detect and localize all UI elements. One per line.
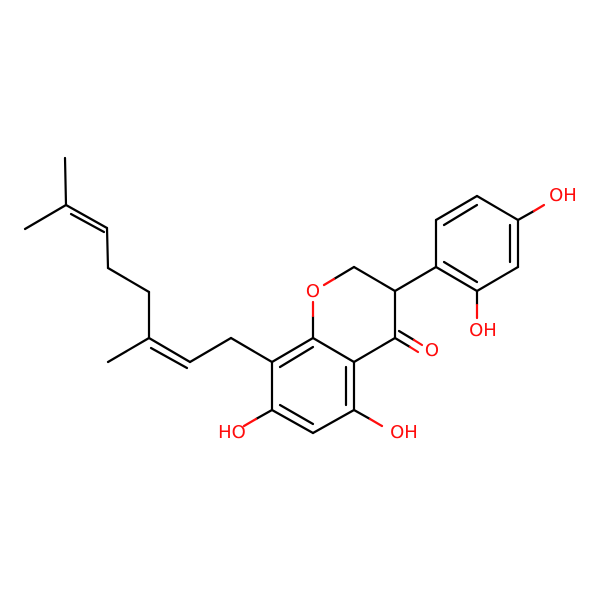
carbon-skeleton [23, 156, 520, 435]
bond-terminal-double [64, 203, 109, 230]
bond-inner-double-inner [149, 346, 189, 370]
bond-ketone-black-b [397, 329, 416, 342]
bond-ringO-ch2-red [322, 277, 336, 287]
bond-chain-4 [188, 336, 233, 364]
bond-b-3 [475, 194, 520, 222]
bond-a-2 [270, 408, 315, 435]
bond-a-6 [270, 336, 315, 364]
hydroxyl-c7-label: HO [218, 422, 246, 443]
bond-ketone-black-a [393, 336, 412, 349]
bond-chain-to-ring [229, 336, 274, 364]
bond-chain-methyl [106, 336, 151, 364]
hydroxyl-c2p-label: OH [469, 320, 497, 341]
bond-a-5 [311, 336, 356, 364]
bond-b-6 [434, 265, 479, 293]
bond-ketone-red-b [412, 338, 424, 347]
bond-b-2-inner [442, 203, 479, 227]
bond-oh-c7-black [254, 408, 274, 421]
bond-c-ch2-ch [352, 265, 397, 293]
ring-oxygen-label: O [306, 281, 320, 302]
bond-chain-1 [105, 226, 110, 270]
bond-methyl-top [63, 156, 68, 207]
bond-b-6-inner [442, 260, 479, 284]
bond-ringO-ch2-black [332, 265, 356, 281]
bond-a-6-inner [278, 345, 315, 369]
bond-inner-double [147, 336, 192, 364]
bond-ketone-red-a [408, 345, 420, 354]
bond-oh-c5-red [368, 417, 384, 428]
bond-methyl-left [23, 203, 68, 231]
heteroatom-bonds [242, 203, 546, 428]
bond-oh-c5-black [352, 408, 372, 421]
bond-terminal-double-inner [69, 212, 106, 234]
atom-labels: O O OH HO OH OH [218, 185, 577, 443]
bond-a-3 [311, 408, 356, 435]
hydroxyl-c5-label: OH [390, 422, 418, 443]
bond-oh-c4p-red [532, 203, 546, 213]
bond-b-link [393, 265, 438, 293]
bond-a-2-inner [278, 403, 315, 426]
hydroxyl-c4p-label: OH [549, 185, 577, 206]
ketone-oxygen-label: O [425, 340, 439, 361]
bond-b-2 [434, 194, 479, 222]
bond-chain-2 [106, 266, 151, 294]
bond-b-5 [475, 265, 520, 293]
bond-oh-c4p-black [516, 209, 536, 222]
bond-oh-c7-red [242, 417, 258, 428]
bond-c-co-ring [352, 336, 397, 364]
